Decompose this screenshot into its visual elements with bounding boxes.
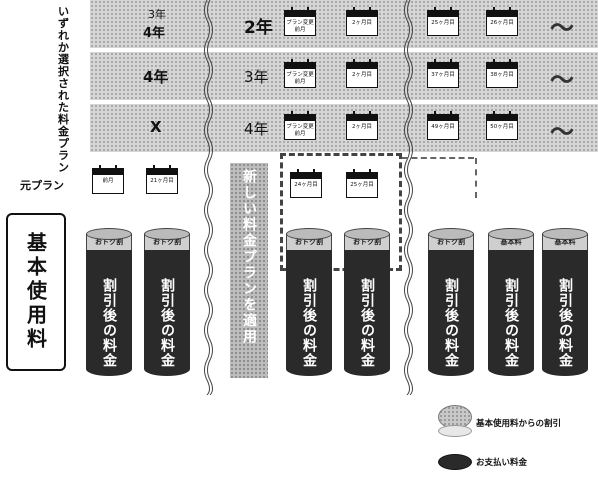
row1-left-label-b: 4年 xyxy=(143,26,166,41)
legend-discount-swatch xyxy=(438,405,472,429)
discounted-fee-label: 割引後の料金 xyxy=(443,278,459,368)
plan-row-3 xyxy=(90,104,598,152)
discounted-fee-label: 割引後の料金 xyxy=(159,278,175,368)
new-plan-calendar-icon-2: 25ヶ月目 xyxy=(346,169,378,198)
original-plan-calendar-icon-1: 前月 xyxy=(92,165,124,194)
row1-left-label-a: 3年 xyxy=(148,8,166,21)
fee-can-2: おトク割 割引後の料金 xyxy=(144,228,190,378)
row2-calendar-icon-d: 38ヶ月目 xyxy=(486,59,518,88)
fee-can-6: 基本料 割引後の料金 xyxy=(488,228,534,378)
row3-calendar-icon-a: プラン変更前月 xyxy=(284,111,316,140)
plan-row-1 xyxy=(90,0,598,48)
discounted-fee-label: 割引後の料金 xyxy=(557,278,573,368)
timeline-break-icon-2 xyxy=(404,0,413,395)
fee-can-4: おトク割 割引後の料金 xyxy=(344,228,390,378)
row2-left-label: 4年 xyxy=(143,68,169,86)
discounted-fee-label: 割引後の料金 xyxy=(301,278,317,368)
row2-calendar-icon-a: プラン変更前月 xyxy=(284,59,316,88)
legend-discount-swatch-2 xyxy=(438,425,472,437)
original-plan-calendar-icon-2: 21ヶ月目 xyxy=(146,165,178,194)
row1-calendar-icon-c: 25ヶ月目 xyxy=(427,7,459,36)
row3-left-label: X xyxy=(150,118,162,136)
row2-calendar-icon-b: 2ヶ月目 xyxy=(346,59,378,88)
row1-mid-label: 2年 xyxy=(244,18,273,38)
fee-can-3: おトク割 割引後の料金 xyxy=(286,228,332,378)
legend-payment-swatch xyxy=(438,454,472,470)
new-plan-calendar-icon-1: 24ヶ月目 xyxy=(290,169,322,198)
selected-plan-label: いずれか選択された料金プラン xyxy=(58,5,69,174)
dashed-connector-top xyxy=(402,157,474,159)
timeline-break-icon-1 xyxy=(204,0,213,395)
dashed-connector xyxy=(474,158,477,198)
row2-mid-label: 3年 xyxy=(244,68,269,86)
row2-calendar-icon-c: 37ヶ月目 xyxy=(427,59,459,88)
row1-calendar-icon-d: 26ヶ月目 xyxy=(486,7,518,36)
row2-tilde: 〜 xyxy=(550,66,574,94)
discounted-fee-label: 割引後の料金 xyxy=(503,278,519,368)
row3-calendar-icon-d: 50ヶ月目 xyxy=(486,111,518,140)
row3-mid-label: 4年 xyxy=(244,120,269,138)
fee-can-1: おトク割 割引後の料金 xyxy=(86,228,132,378)
discounted-fee-label: 割引後の料金 xyxy=(359,278,375,368)
row1-calendar-icon-a: プラン変更前月 xyxy=(284,7,316,36)
discounted-fee-label: 割引後の料金 xyxy=(101,278,117,368)
row1-calendar-icon-b: 2ヶ月目 xyxy=(346,7,378,36)
base-fee-box: 基本使用料 xyxy=(6,213,66,371)
fee-can-7: 基本料 割引後の料金 xyxy=(542,228,588,378)
row1-tilde: 〜 xyxy=(550,14,574,42)
row3-calendar-icon-c: 49ヶ月目 xyxy=(427,111,459,140)
legend-payment-label: お支払い料金 xyxy=(476,458,528,468)
new-plan-highlight-box xyxy=(280,153,402,271)
legend-discount-label: 基本使用料からの割引 xyxy=(476,419,562,429)
row3-calendar-icon-b: 2ヶ月目 xyxy=(346,111,378,140)
fee-can-5: おトク割 割引後の料金 xyxy=(428,228,474,378)
row3-tilde: 〜 xyxy=(550,118,574,146)
new-plan-applied-banner: 新しい料金プランを適用 xyxy=(230,163,268,378)
original-plan-label: 元プラン xyxy=(20,179,64,192)
